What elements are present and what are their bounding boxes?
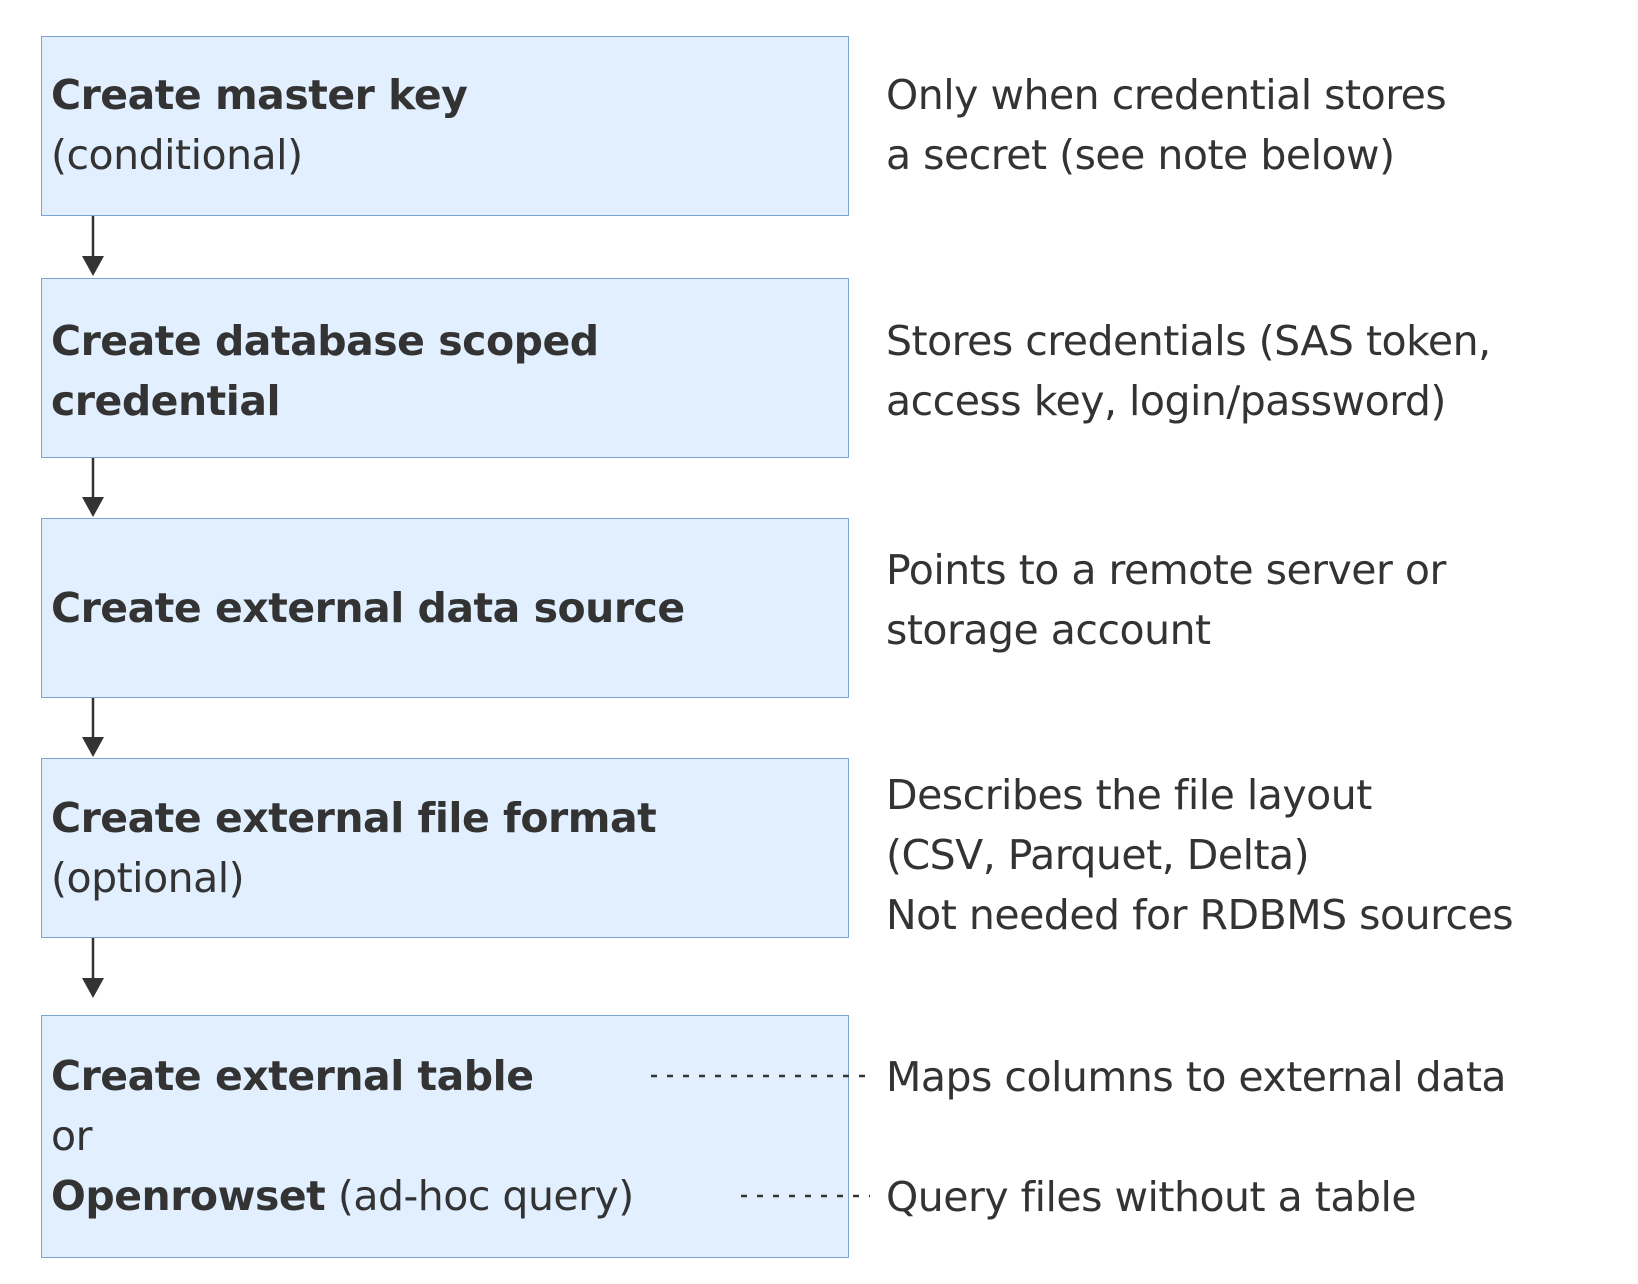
step-4-note-line-2: (CSV, Parquet, Delta) bbox=[886, 831, 1310, 879]
step-5-title: Create external table bbox=[51, 1052, 534, 1100]
step-2-note-line-2: access key, login/password) bbox=[886, 377, 1446, 425]
step-1-text: Create master key (conditional) bbox=[51, 65, 468, 185]
step-box-master-key bbox=[41, 36, 849, 216]
arrow-2-head bbox=[82, 497, 104, 517]
step-1-subtitle: (conditional) bbox=[51, 131, 303, 179]
step-2-note-line-1: Stores credentials (SAS token, bbox=[886, 317, 1491, 365]
step-box-external-table bbox=[41, 1015, 849, 1258]
step-4-note-line-1: Describes the file layout bbox=[886, 771, 1372, 819]
step-5-alt-note: Query files without a table bbox=[886, 1167, 1417, 1227]
step-2-title-line-1: Create database scoped bbox=[51, 317, 599, 365]
step-3-title: Create external data source bbox=[51, 584, 685, 632]
step-2-note: Stores credentials (SAS token, access ke… bbox=[886, 311, 1491, 431]
step-5-text: Create external table or Openrowset (ad-… bbox=[51, 1046, 634, 1226]
arrow-4-head bbox=[82, 978, 104, 998]
step-box-external-data-source bbox=[41, 518, 849, 698]
step-2-title-line-2: credential bbox=[51, 377, 281, 425]
step-4-title: Create external file format bbox=[51, 794, 657, 842]
step-5-connector: or bbox=[51, 1112, 92, 1160]
step-4-text: Create external file format (optional) bbox=[51, 788, 657, 908]
step-5-note-line: Maps columns to external data bbox=[886, 1053, 1507, 1101]
step-4-note-line-3: Not needed for RDBMS sources bbox=[886, 891, 1514, 939]
step-5-alt-title: Openrowset bbox=[51, 1172, 326, 1220]
arrow-1-head bbox=[82, 256, 104, 276]
step-3-note-line-2: storage account bbox=[886, 606, 1211, 654]
step-5-note: Maps columns to external data bbox=[886, 1047, 1507, 1107]
step-1-note: Only when credential stores a secret (se… bbox=[886, 65, 1447, 185]
step-5-alt: Openrowset (ad-hoc query) bbox=[51, 1166, 634, 1226]
step-3-note-line-1: Points to a remote server or bbox=[886, 546, 1446, 594]
step-box-external-file-format bbox=[41, 758, 849, 938]
step-3-text: Create external data source bbox=[51, 578, 685, 638]
step-1-note-line-1: Only when credential stores bbox=[886, 71, 1447, 119]
arrow-3-head bbox=[82, 737, 104, 757]
step-3-note: Points to a remote server or storage acc… bbox=[886, 540, 1446, 660]
step-1-note-line-2: a secret (see note below) bbox=[886, 131, 1395, 179]
step-2-text: Create database scoped credential bbox=[51, 311, 599, 431]
step-1-title: Create master key bbox=[51, 71, 468, 119]
step-4-subtitle: (optional) bbox=[51, 854, 245, 902]
step-5-alt-note-line: Query files without a table bbox=[886, 1173, 1417, 1221]
step-box-scoped-credential bbox=[41, 278, 849, 458]
step-4-note: Describes the file layout (CSV, Parquet,… bbox=[886, 765, 1514, 945]
step-5-alt-subtitle: (ad-hoc query) bbox=[337, 1172, 634, 1220]
